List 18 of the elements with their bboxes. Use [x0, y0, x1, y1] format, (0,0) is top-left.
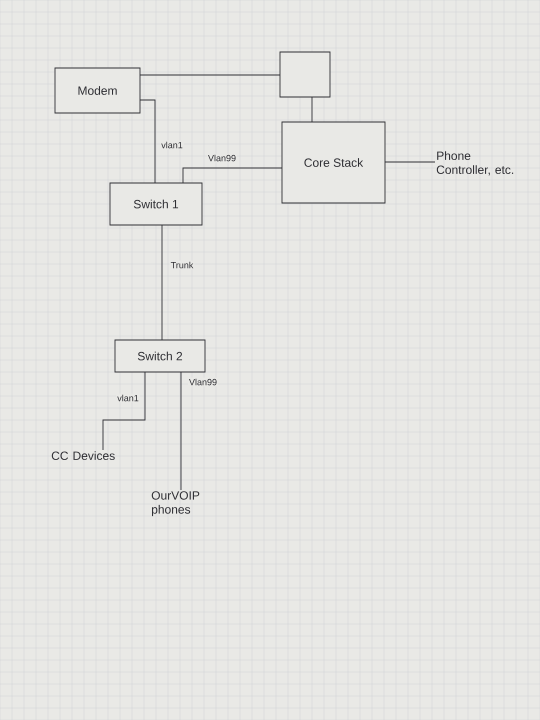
- handwritten-label: OurVOIP phones: [152, 491, 200, 516]
- connector-line: [140, 100, 156, 184]
- handwritten-label: CC Devices: [52, 451, 115, 460]
- device-box: Switch 1: [110, 182, 202, 226]
- connector-line: [180, 372, 182, 490]
- edge-label: Trunk: [170, 260, 194, 270]
- edge-label: Vlan99: [206, 154, 237, 162]
- connector-line: [140, 74, 280, 76]
- device-box: Switch 2: [114, 340, 206, 372]
- device-box: Modem: [54, 68, 140, 114]
- edge-label: vlan1: [116, 394, 140, 402]
- connector-line: [182, 168, 282, 184]
- handwritten-label: Phone Controller, etc.: [436, 151, 514, 176]
- device-box: [280, 52, 330, 98]
- edge-label: vlan1: [160, 140, 184, 150]
- connector-line: [102, 372, 146, 450]
- edge-label: Vlan99: [188, 378, 218, 386]
- device-box: Core Stack: [282, 122, 386, 204]
